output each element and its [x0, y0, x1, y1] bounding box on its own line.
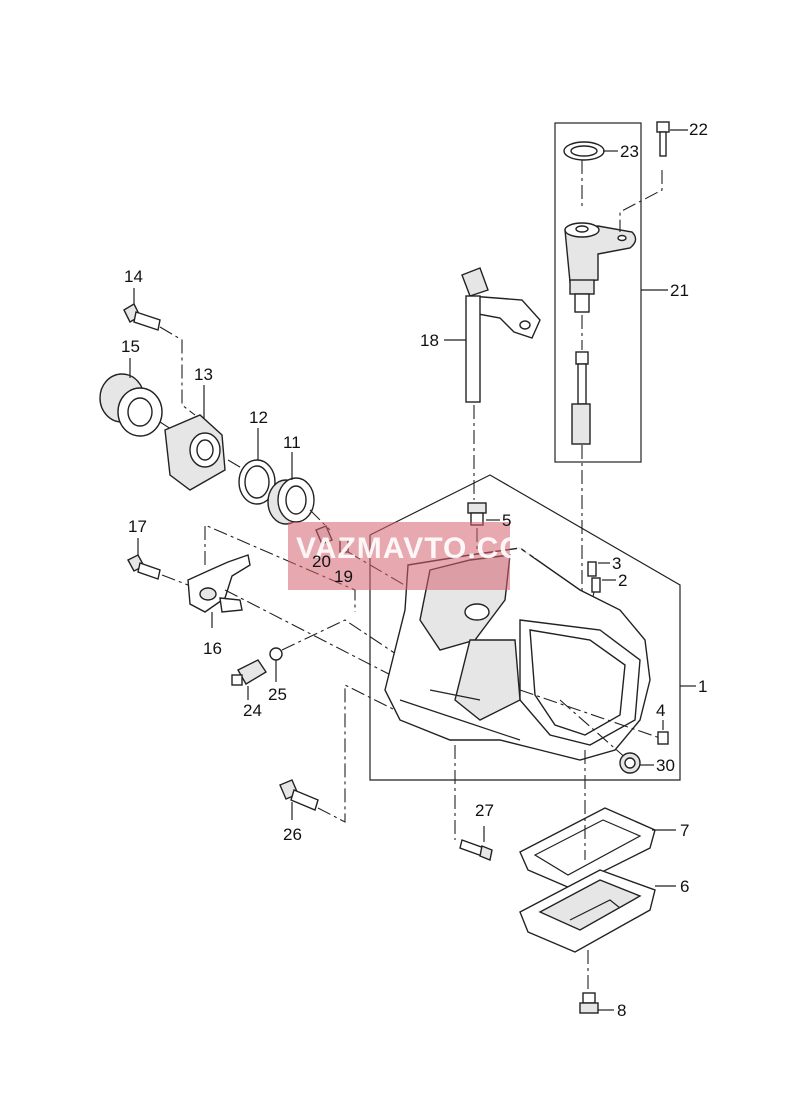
part-12-washer	[238, 459, 276, 505]
label-27: 27	[475, 801, 494, 820]
label-7: 7	[680, 821, 690, 840]
label-21: 21	[670, 281, 689, 300]
part-26-bolt	[279, 779, 319, 811]
part-27-bolt	[459, 839, 493, 861]
part-23-o-ring	[563, 141, 605, 161]
label-4: 4	[656, 701, 666, 720]
label-14: 14	[124, 267, 143, 286]
part-6-oil-pan	[519, 869, 656, 953]
part-4-plug	[657, 731, 669, 745]
leader-30-housing	[559, 699, 629, 761]
frame-21	[554, 122, 642, 463]
part-22-bolt	[656, 121, 670, 157]
part-30-drain-plug	[619, 752, 641, 774]
label-13: 13	[194, 365, 213, 384]
label-2: 2	[618, 571, 628, 590]
label-26: 26	[283, 825, 302, 844]
part-3-pin	[587, 561, 597, 577]
part-14-bolt	[123, 303, 161, 331]
part-24-switch	[231, 659, 267, 686]
label-11: 11	[283, 433, 301, 452]
label-1: 1	[698, 677, 708, 696]
leader-22-21	[619, 170, 663, 232]
part-13-retainer	[164, 414, 226, 491]
label-25: 25	[268, 685, 287, 704]
label-12: 12	[249, 408, 268, 427]
label-15: 15	[121, 337, 140, 356]
label-17: 17	[128, 517, 147, 536]
part-18-shift-shaft	[461, 267, 541, 403]
label-22: 22	[689, 120, 708, 139]
label-5: 5	[502, 511, 512, 530]
label-19: 19	[334, 567, 353, 586]
leader-14-13	[159, 326, 196, 416]
part-17-bolt	[127, 554, 161, 580]
part-8-drain-bolt	[579, 992, 599, 1014]
label-20: 20	[312, 552, 331, 571]
label-8: 8	[617, 1001, 627, 1020]
leader-11-20	[309, 509, 331, 531]
leader-16-pivot	[224, 589, 421, 691]
leader-26-housing	[317, 684, 396, 823]
part-2-pin	[591, 577, 601, 593]
part-21-driven-gear	[564, 222, 637, 445]
leader-13-12	[227, 459, 246, 471]
label-30: 30	[656, 756, 675, 775]
label-18: 18	[420, 331, 439, 350]
frame-1	[369, 474, 681, 781]
part-7-gasket	[519, 807, 656, 889]
part-25-washer	[269, 647, 283, 661]
leader-17-16	[161, 574, 189, 586]
part-16-release-fork	[187, 554, 251, 613]
label-24: 24	[243, 701, 262, 720]
watermark-text: VAZMAVTO.COM	[296, 532, 550, 565]
watermark-banner	[288, 522, 510, 590]
label-23: 23	[620, 142, 639, 161]
label-16: 16	[203, 639, 222, 658]
part-15-bearing	[99, 373, 163, 437]
leader-16-housing	[204, 524, 356, 612]
label-3: 3	[612, 554, 622, 573]
part-11-seal	[267, 477, 315, 525]
label-6: 6	[680, 877, 690, 896]
